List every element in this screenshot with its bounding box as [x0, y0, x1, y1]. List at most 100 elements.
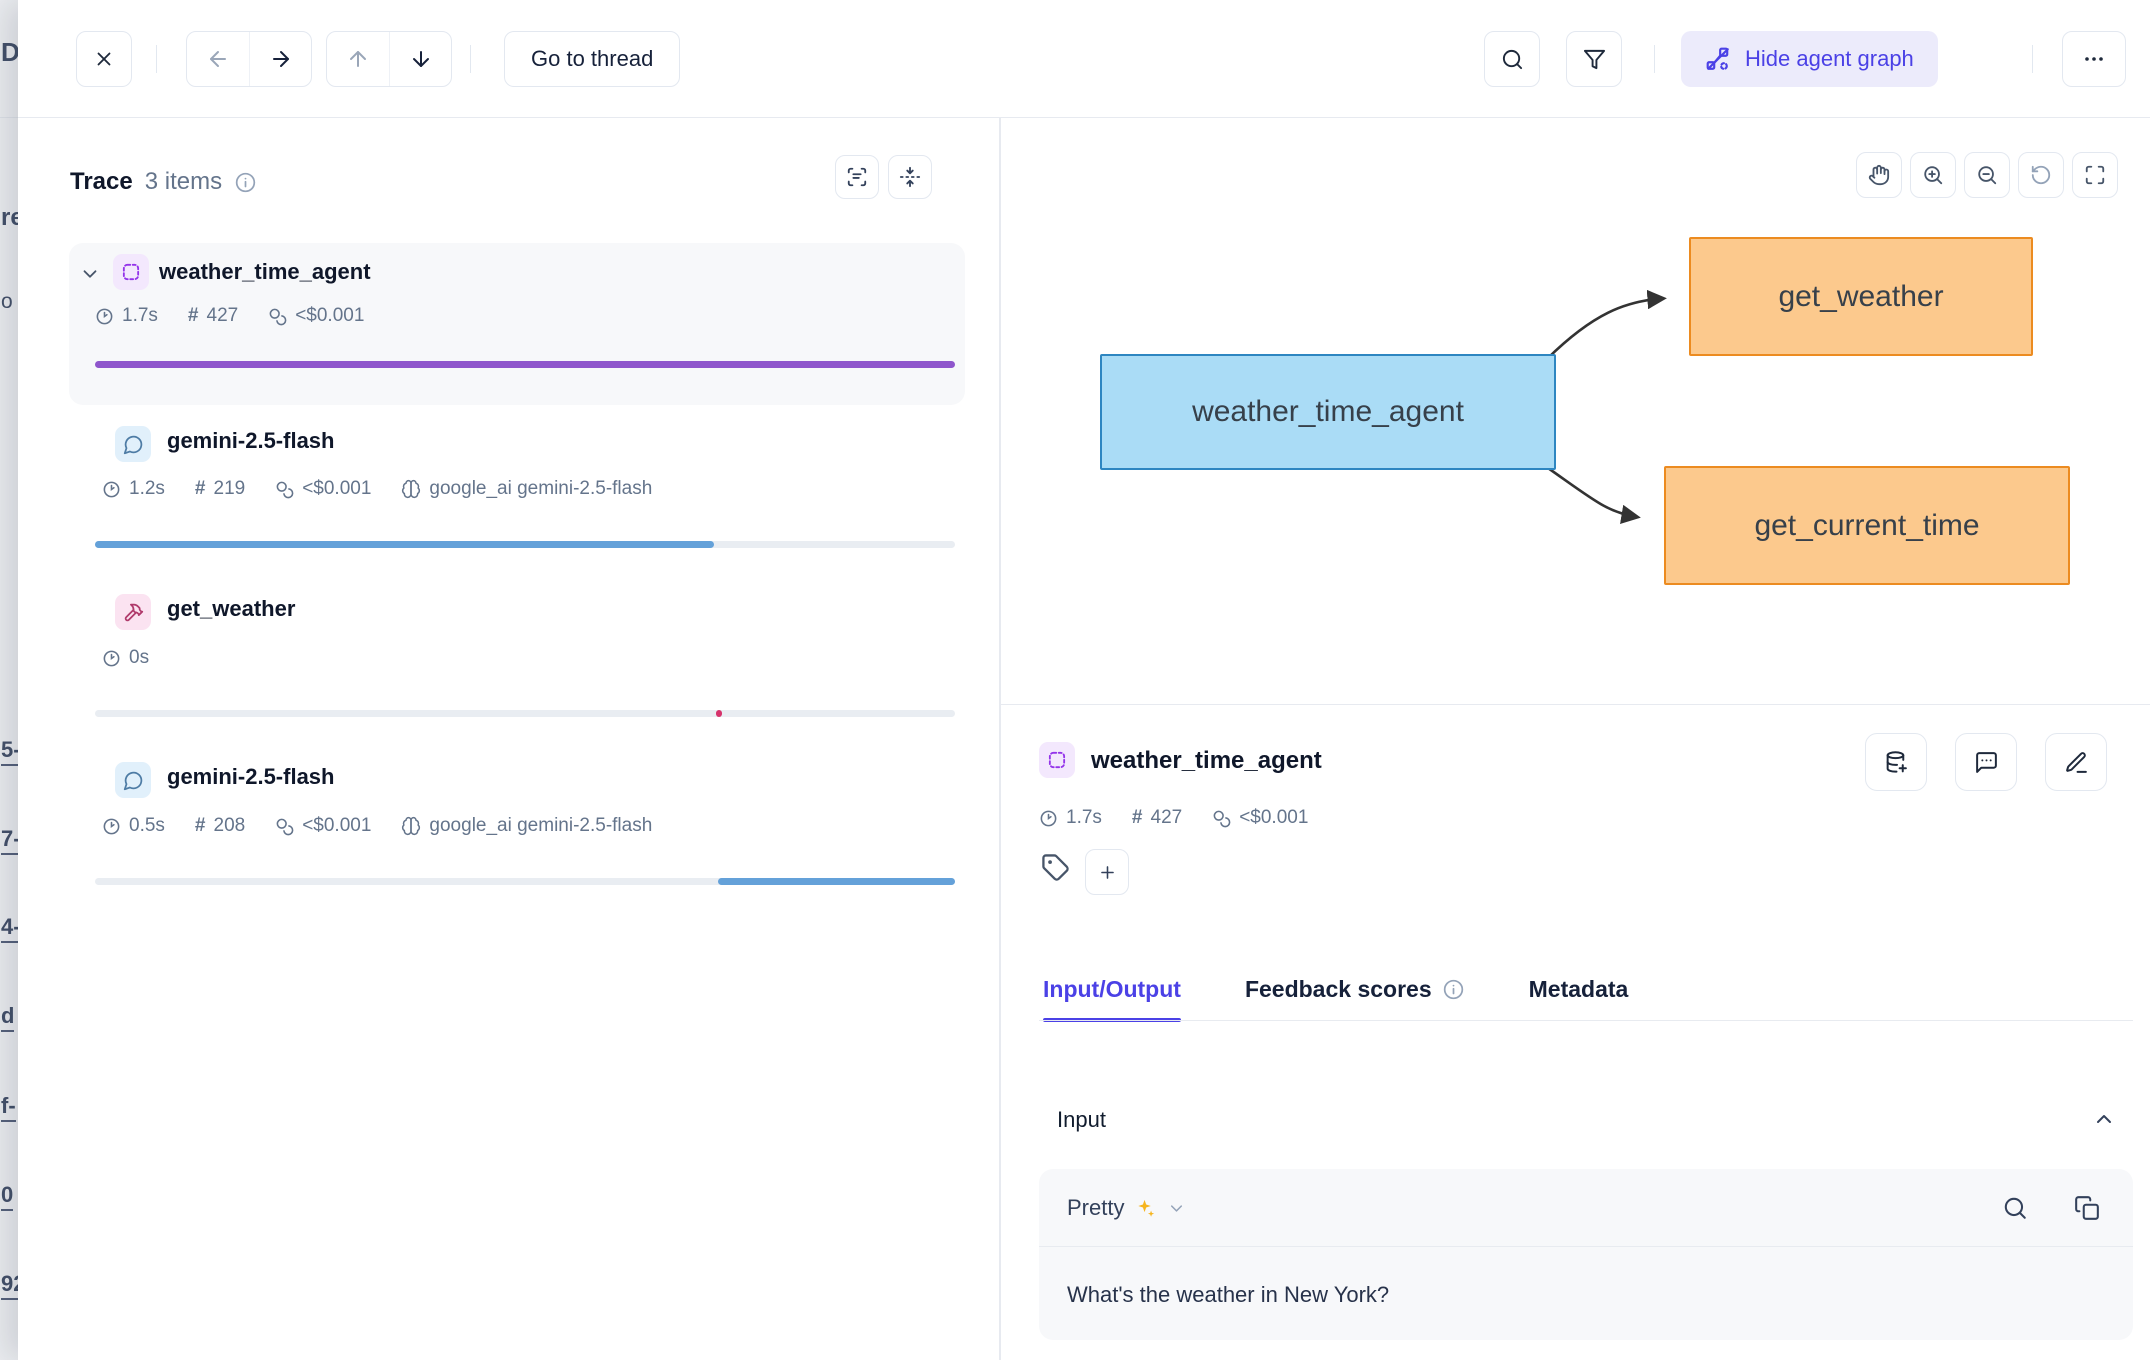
span-cost: <$0.001 [295, 305, 365, 326]
chevron-down-icon[interactable] [79, 263, 101, 285]
format-dropdown[interactable]: Pretty [1067, 1169, 1186, 1247]
tab-feedback-scores[interactable]: Feedback scores [1245, 976, 1465, 1003]
span-metadata: 1.7s #427 <$0.001 [95, 305, 364, 327]
search-in-content-icon[interactable] [2002, 1195, 2028, 1221]
tool-span-icon [115, 594, 151, 630]
maximize-icon [2085, 165, 2105, 185]
zoom-in-icon [1924, 166, 1943, 185]
llm-span-icon [115, 762, 151, 798]
span-timeline [95, 361, 955, 368]
copy-icon[interactable] [2074, 1195, 2100, 1221]
zoom-in-button[interactable] [1910, 152, 1956, 198]
coins-icon [276, 481, 294, 498]
span-metadata: 0.5s #208 <$0.001 google_ai gemini-2.5-f… [102, 815, 652, 837]
chevron-up-icon[interactable] [2092, 1107, 2116, 1131]
span-metadata: 0s [102, 647, 149, 669]
detail-duration: 1.7s [1066, 807, 1102, 828]
span-name: weather_time_agent [159, 259, 371, 284]
search-icon [1502, 49, 1522, 69]
coins-icon [269, 308, 287, 325]
edge-text-fragment: 4- [1, 913, 18, 943]
span-timeline [95, 710, 955, 717]
comment-icon [1975, 751, 1997, 773]
clock-icon [103, 481, 120, 497]
detail-tokens: 427 [1150, 807, 1183, 828]
pan-tool-button[interactable] [1856, 152, 1902, 198]
toolbar-divider [1654, 45, 1655, 73]
pencil-icon [2065, 751, 2087, 773]
span-provider: google_ai gemini-2.5-flash [429, 815, 653, 836]
tag-icon [1042, 854, 1069, 881]
close-button[interactable] [76, 31, 132, 87]
tokens-icon: # [187, 305, 199, 326]
plus-icon [1100, 865, 1114, 879]
model-provider-icon [402, 479, 421, 499]
edge-text-fragment: 0 [1, 1181, 14, 1211]
chevron-down-icon [1171, 1204, 1183, 1212]
up-down-span-group [326, 31, 452, 87]
agent-span-icon [1039, 742, 1075, 778]
agent-graph-slash-icon [1706, 47, 1729, 70]
previous-trace-button[interactable] [187, 32, 249, 86]
child-span-button[interactable] [389, 32, 451, 86]
graph-node-get-weather[interactable]: get_weather [1689, 237, 2033, 356]
go-to-thread-button[interactable]: Go to thread [504, 31, 681, 87]
info-icon[interactable] [1442, 978, 1465, 1001]
span-timeline-bar [95, 361, 955, 368]
filter-button[interactable] [1566, 31, 1622, 87]
zoom-out-button[interactable] [1964, 152, 2010, 198]
span-detail-panel: weather_time_agent get_weather get_curre… [1000, 118, 2150, 1360]
input-card-header: Pretty [1039, 1169, 2133, 1247]
ellipsis-icon [2085, 57, 2103, 61]
parent-span-button[interactable] [327, 32, 389, 86]
trace-tree-panel: Trace 3 items weather_time_agent 1.7s #4 [18, 118, 1000, 1360]
model-provider-icon [402, 816, 421, 836]
clock-icon [103, 650, 120, 666]
span-duration: 1.7s [122, 305, 158, 326]
trace-row-weather-time-agent[interactable]: weather_time_agent 1.7s #427 <$0.001 [69, 243, 965, 405]
scan-text-icon [847, 167, 867, 187]
edge-text-fragment: f- [1, 1092, 16, 1122]
tokens-icon: # [1131, 807, 1143, 828]
edit-button[interactable] [2045, 733, 2107, 791]
coins-icon [1213, 810, 1231, 827]
agent-graph-canvas[interactable]: weather_time_agent get_weather get_curre… [1001, 118, 2150, 705]
reset-view-button[interactable] [2018, 152, 2064, 198]
expand-all-button[interactable] [835, 155, 879, 199]
collapse-all-button[interactable] [888, 155, 932, 199]
edge-text-fragment: 92 [1, 1270, 18, 1300]
tab-label: Metadata [1528, 975, 1629, 1002]
toolbar-divider [156, 45, 157, 73]
trace-items-count: 3 items [144, 168, 223, 195]
filter-icon [1583, 49, 1605, 69]
comments-button[interactable] [1955, 733, 2017, 791]
detail-metadata: 1.7s #427 <$0.001 [1039, 807, 1308, 829]
edge-text-fragment: re [1, 204, 18, 231]
span-metadata: 1.2s #219 <$0.001 google_ai gemini-2.5-f… [102, 478, 652, 500]
llm-span-icon [115, 426, 151, 462]
span-timeline [95, 541, 955, 548]
input-content-text: What's the weather in New York? [1067, 1282, 1390, 1307]
input-content-card: Pretty What's the weather in New York? [1039, 1169, 2133, 1340]
span-duration: 1.2s [129, 478, 165, 499]
next-trace-button[interactable] [249, 32, 311, 86]
hide-agent-graph-button[interactable]: Hide agent graph [1681, 31, 1938, 87]
go-to-thread-label: Go to thread [531, 46, 654, 71]
tab-metadata[interactable]: Metadata [1529, 976, 1629, 1003]
graph-node-label: get_current_time [1754, 508, 1980, 542]
graph-node-weather-time-agent[interactable]: weather_time_agent [1100, 354, 1556, 470]
fullscreen-button[interactable] [2072, 152, 2118, 198]
agent-span-icon [113, 254, 149, 290]
span-tokens: 427 [206, 305, 239, 326]
tab-input-output[interactable]: Input/Output [1043, 976, 1181, 1022]
span-tokens: 208 [213, 815, 246, 836]
add-tag-button[interactable] [1085, 849, 1129, 895]
add-to-dataset-button[interactable] [1865, 733, 1927, 791]
search-button[interactable] [1484, 31, 1540, 87]
info-icon[interactable] [234, 171, 257, 194]
coins-icon [276, 818, 294, 835]
more-actions-button[interactable] [2062, 31, 2126, 87]
graph-node-get-current-time[interactable]: get_current_time [1664, 466, 2070, 585]
graph-node-label: get_weather [1778, 279, 1944, 313]
